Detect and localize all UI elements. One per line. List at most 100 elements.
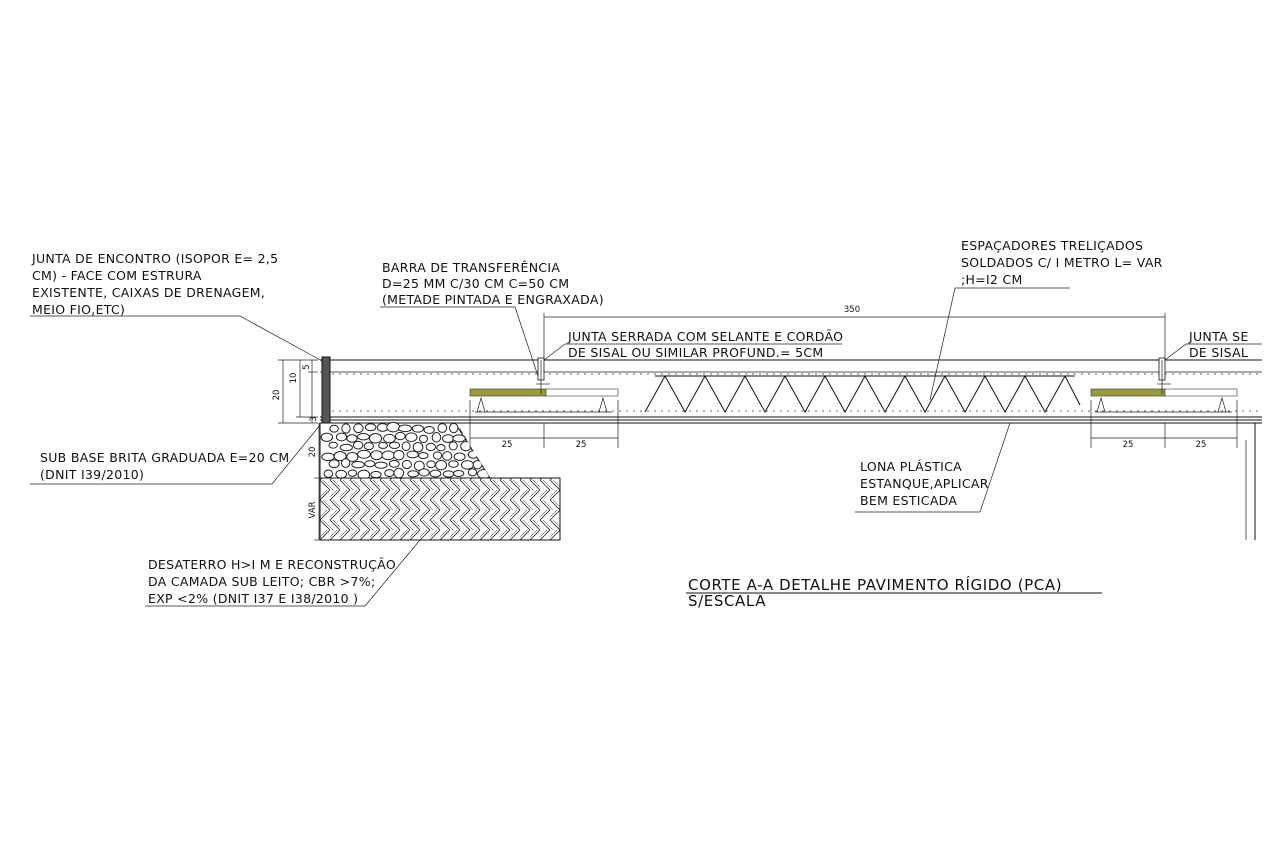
gravel-stone — [383, 433, 396, 444]
sub-grade-soil — [319, 477, 561, 541]
gravel-stone — [401, 459, 412, 470]
gravel-stone — [357, 469, 371, 478]
gravel-stone — [374, 461, 388, 469]
gravel-stone — [381, 450, 395, 461]
gravel-stone — [346, 451, 359, 462]
gravel-stone — [384, 469, 395, 477]
gravel-stone — [346, 434, 358, 443]
gravel-stone — [407, 470, 419, 478]
dim-slab-top: 5 — [302, 364, 312, 369]
gravel-stone — [364, 460, 376, 468]
note-desaterro: DESATERRO H>I M E RECONSTRUÇÃO DA CAMADA… — [148, 557, 400, 606]
gravel-stone — [333, 450, 347, 462]
gravel-stone — [357, 432, 370, 441]
sub-base-gravel — [319, 421, 491, 479]
gravel-stone — [479, 433, 490, 444]
gravel-stone — [386, 421, 401, 433]
gravel-stone — [321, 452, 335, 462]
gravel-stone — [429, 469, 442, 478]
gravel-stone — [442, 434, 455, 443]
gravel-stone — [486, 460, 490, 469]
gravel-stone — [335, 469, 347, 478]
dim-slab-upper: 10 — [289, 373, 299, 384]
gravel-stone — [405, 432, 418, 443]
gravel-stone — [418, 468, 430, 477]
gravel-stone — [426, 460, 436, 469]
gravel-stone — [432, 451, 443, 460]
dim-bar-right-a: 25 — [1123, 440, 1134, 450]
gravel-stone — [472, 423, 485, 433]
concrete-slab — [320, 359, 1262, 424]
sawed-joint-right — [1157, 357, 1171, 394]
gravel-stone — [452, 434, 466, 443]
gravel-stone — [435, 459, 448, 471]
leader-lines — [30, 287, 1262, 607]
note-junta-serrada: JUNTA SERRADA COM SELANTE E CORDÃO DE SI… — [567, 329, 848, 360]
note-junta-encontro: JUNTA DE ENCONTRO (ISOPOR E= 2,5 CM) - F… — [31, 251, 283, 317]
gravel-stone — [328, 441, 338, 449]
gravel-stone — [442, 451, 453, 461]
dimension-lines — [278, 313, 1238, 541]
dim-slab-bottom: 3 — [309, 416, 319, 421]
gravel-stone — [363, 442, 374, 451]
dim-sub-leito: VAR — [308, 501, 318, 518]
gravel-stone — [352, 440, 364, 450]
dowel-bar-left — [469, 388, 619, 413]
gravel-stone — [448, 460, 459, 468]
joint-isopor-wall — [321, 356, 331, 424]
drawing-scale: S/ESCALA — [688, 592, 766, 610]
gravel-stone — [473, 441, 484, 452]
gravel-stone — [467, 450, 479, 459]
gravel-stone — [437, 423, 448, 433]
gravel-stone — [320, 432, 334, 442]
gravel-stone — [341, 458, 351, 468]
sawed-joint-left — [536, 357, 550, 394]
gravel-stone — [477, 468, 490, 478]
rebar-lines — [332, 373, 1260, 412]
gravel-stone — [483, 441, 490, 452]
dim-sub-base: 20 — [308, 447, 318, 458]
gravel-stone — [448, 441, 458, 451]
gravel-stone — [388, 459, 400, 468]
gravel-stone — [339, 443, 353, 452]
gravel-stone — [418, 434, 428, 444]
right-edge — [1238, 422, 1262, 540]
gravel-stone — [431, 432, 442, 443]
gravel-stone — [464, 431, 478, 442]
gravel-stone — [411, 424, 425, 433]
gravel-stone — [341, 423, 351, 434]
gravel-stone — [483, 424, 490, 432]
note-sub-base: SUB BASE BRITA GRADUADA E=20 CM (DNIT I3… — [40, 450, 294, 482]
gravel-stone — [329, 424, 339, 433]
gravel-stone — [335, 432, 348, 442]
gravel-stone — [398, 424, 412, 433]
note-espacadores: ESPAÇADORES TRELIÇADOS SOLDADOS C/ I MET… — [961, 238, 1167, 287]
gravel-stone — [393, 467, 405, 478]
dim-bar-left-b: 25 — [576, 440, 587, 450]
note-barra-transferencia: BARRA DE TRANSFERÊNCIA D=25 MM C/30 CM C… — [382, 260, 604, 307]
gravel-stone — [425, 442, 436, 452]
gravel-stone — [351, 460, 365, 469]
gravel-stone — [370, 470, 382, 478]
gravel-stone — [442, 470, 455, 478]
gravel-stone — [453, 452, 466, 461]
gravel-stone — [467, 468, 478, 477]
gravel-stone — [401, 441, 411, 452]
note-junta-serrada-right: JUNTA SE DE SISAL — [1188, 329, 1253, 360]
drawing-title: CORTE A-A DETALHE PAVIMENTO RÍGIDO (PCA) — [688, 575, 1062, 594]
gravel-stone — [460, 460, 474, 470]
gravel-stone — [472, 459, 483, 470]
gravel-stone — [406, 450, 419, 459]
gravel-stone — [480, 451, 490, 460]
gravel-stone — [357, 449, 371, 459]
gravel-stone — [449, 422, 459, 434]
gravel-stone — [395, 431, 406, 441]
gravel-stone — [412, 442, 424, 453]
gravel-stone — [417, 452, 429, 460]
gravel-stone — [393, 449, 405, 461]
gravel-stone — [423, 426, 435, 434]
gravel-stone — [353, 423, 364, 434]
gravel-stone — [347, 469, 358, 477]
dim-bar-right-b: 25 — [1196, 440, 1207, 450]
